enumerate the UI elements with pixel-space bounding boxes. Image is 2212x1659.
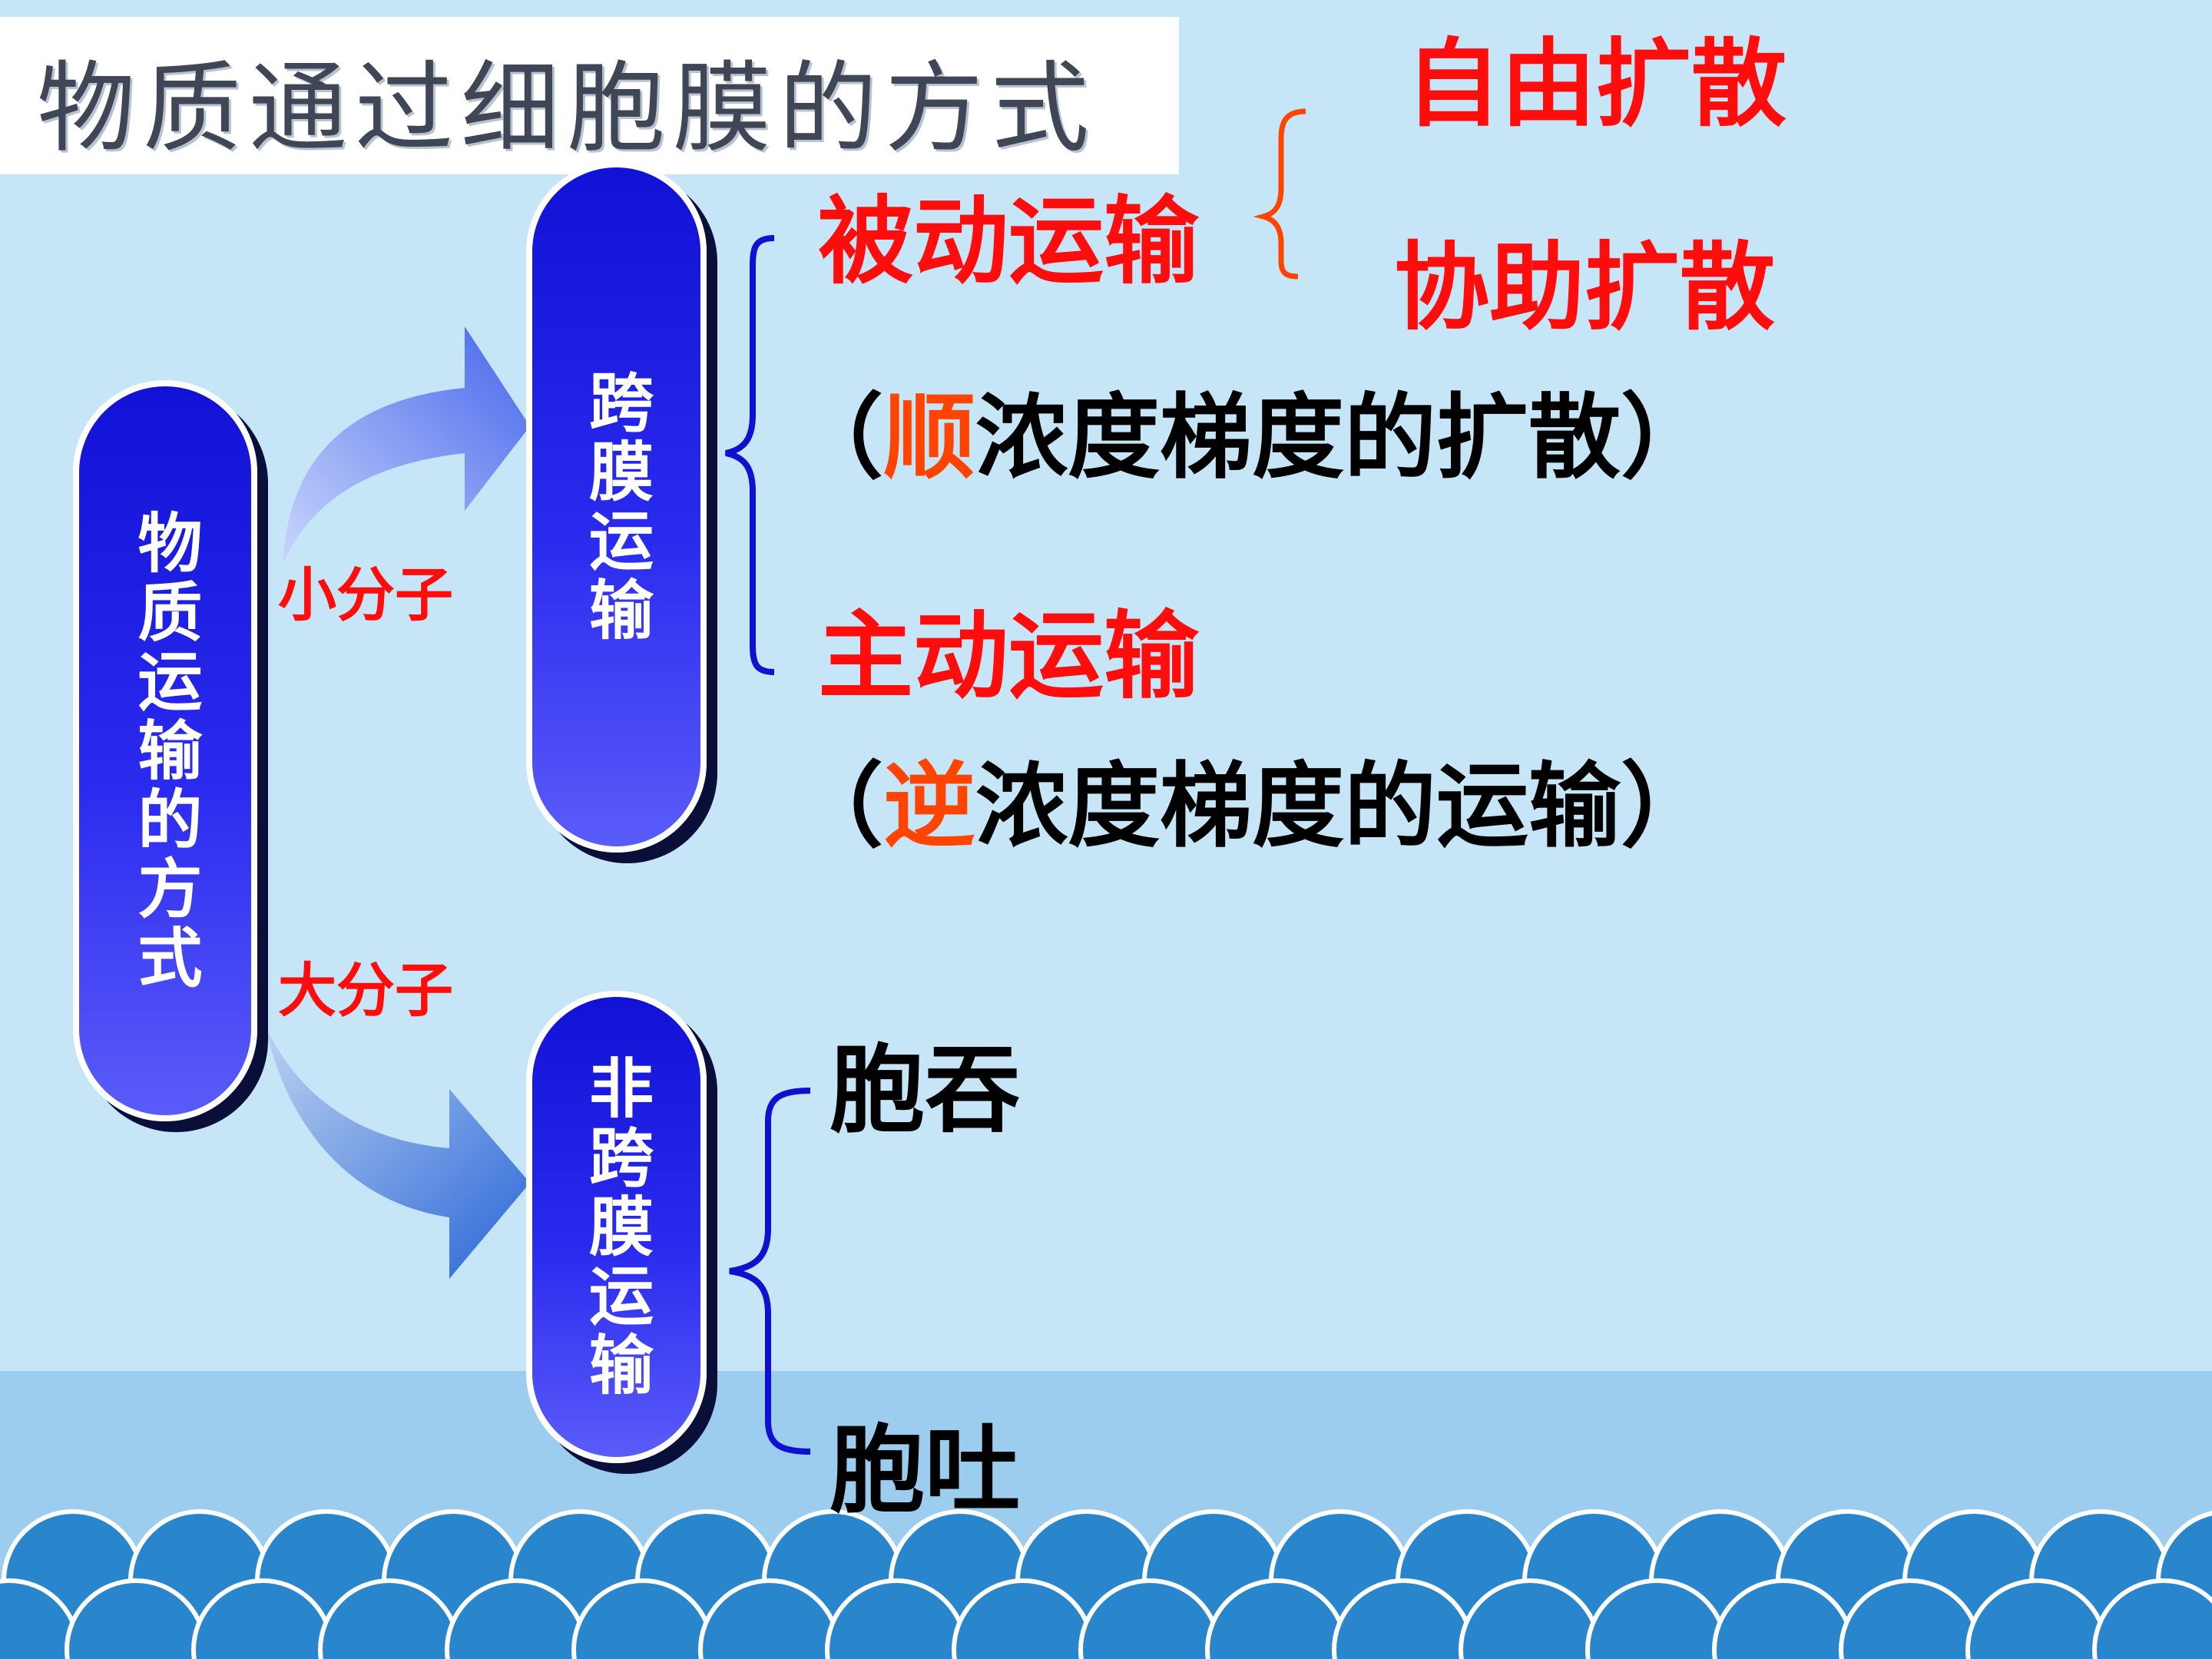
title-box: 物质通过细胞膜的方式 bbox=[0, 17, 1179, 174]
small-molecule-label: 小分子 bbox=[278, 561, 453, 629]
main-node: 物质运输的方式 bbox=[73, 380, 257, 1121]
passive-note-open: （ bbox=[791, 383, 883, 492]
active-note-rest: 浓度梯度的运输） bbox=[975, 752, 1713, 860]
transmembrane-node: 跨膜运输 bbox=[526, 161, 707, 853]
non-membrane-node: 非跨膜运输 bbox=[526, 991, 707, 1463]
passive-note: （顺浓度梯度的扩散） bbox=[791, 380, 1713, 495]
non-membrane-node-label: 非跨膜运输 bbox=[578, 1054, 655, 1400]
brace-non-membrane bbox=[729, 1088, 811, 1455]
endocytosis-label: 胞吞 bbox=[830, 1035, 1021, 1146]
passive-note-key: 顺 bbox=[883, 383, 975, 492]
brace-transmembrane bbox=[725, 235, 775, 675]
arrow-to-membrane-transport bbox=[283, 326, 530, 565]
brace-passive bbox=[1253, 108, 1306, 280]
active-transport-label: 主动运输 bbox=[818, 601, 1200, 712]
large-molecule-label: 大分子 bbox=[278, 956, 453, 1025]
facilitated-diffusion-label: 协助扩散 bbox=[1394, 232, 1776, 343]
active-note-key: 逆 bbox=[883, 752, 975, 860]
transmembrane-node-label: 跨膜运输 bbox=[578, 369, 655, 645]
free-diffusion-label: 自由扩散 bbox=[1406, 28, 1787, 140]
passive-note-rest: 浓度梯度的扩散） bbox=[975, 383, 1713, 492]
page-title: 物质通过细胞膜的方式 bbox=[37, 51, 1098, 166]
arrow-to-non-membrane-transport bbox=[265, 1025, 530, 1279]
wave-pattern bbox=[0, 1509, 2212, 1659]
main-node-label: 物质运输的方式 bbox=[127, 508, 204, 993]
active-note: （逆浓度梯度的运输） bbox=[791, 749, 1713, 864]
passive-transport-label: 被动运输 bbox=[818, 186, 1200, 297]
active-note-open: （ bbox=[791, 752, 883, 860]
exocytosis-label: 胞吐 bbox=[830, 1415, 1021, 1526]
